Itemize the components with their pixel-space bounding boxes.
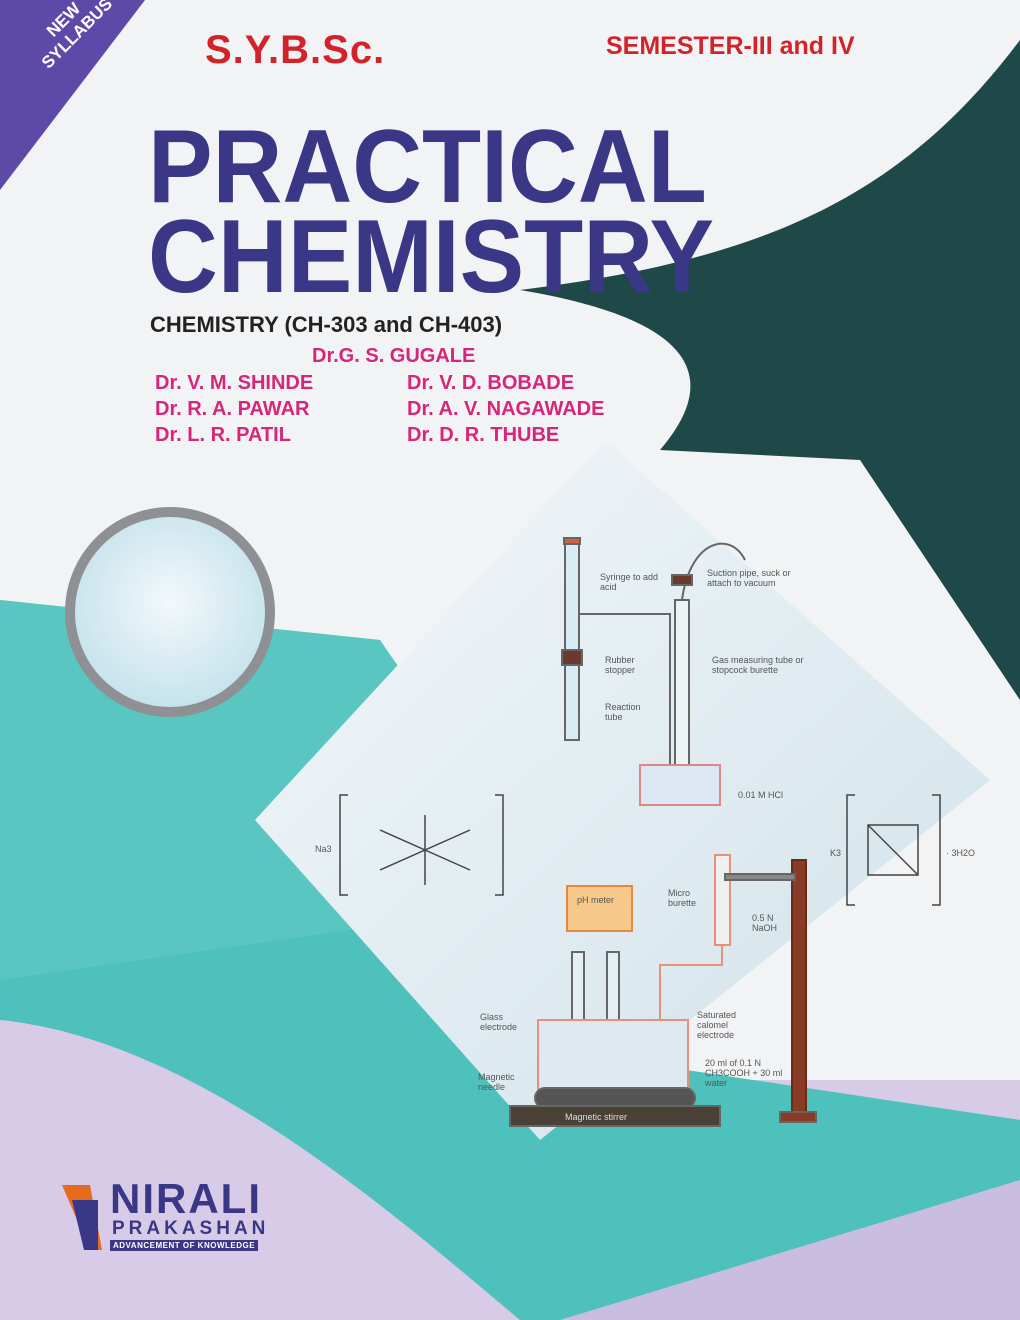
label-stopper: Rubber stopper [605, 655, 636, 675]
nirali-logo-mark [62, 1185, 102, 1250]
label-micro-burette: Micro burette [668, 888, 697, 908]
author: Dr. R. A. PAWAR [155, 398, 310, 420]
ph-titration-apparatus [509, 854, 817, 1127]
label-solution: 20 ml of 0.1 N CH3COOH + 30 ml water [705, 1058, 783, 1088]
author: Dr. D. R. THUBE [407, 424, 560, 446]
dark-teal-swoosh [520, 40, 1020, 700]
label-gas-tube: Gas measuring tube or stopcock burette [712, 655, 804, 675]
subtitle: CHEMISTRY (CH-303 and CH-403) [150, 312, 503, 337]
publisher-tagline: ADVANCEMENT OF KNOWLEDGE [110, 1240, 259, 1251]
complex-structure-2 [846, 794, 941, 906]
label-complex1: Na3 [315, 844, 332, 854]
label-calomel: Saturated calomel electrode [697, 1010, 737, 1040]
semester-label: SEMESTER-III and IV [606, 32, 855, 60]
author: Dr. A. V. NAGAWADE [407, 398, 605, 420]
label-needle: Magnetic needle [478, 1072, 515, 1092]
author: Dr. L. R. PATIL [155, 424, 291, 446]
label-syringe: Syringe to add acid [600, 572, 659, 592]
badge-triangle [0, 0, 145, 190]
label-ph-meter: pH meter [577, 895, 615, 905]
label-naoh: 0.5 N NaOH [752, 913, 778, 933]
label-suction: Suction pipe, suck or attach to vacuum [707, 568, 791, 588]
publisher-sub: PRAKASHAN [112, 1218, 270, 1239]
label-stirrer: Magnetic stirrer [565, 1112, 628, 1122]
label-glass-electrode: Glass electrode [480, 1012, 518, 1032]
title-line1: PRACTICAL [148, 109, 707, 225]
author-lead: Dr.G. S. GUGALE [312, 345, 476, 367]
publisher-name: NIRALI [110, 1175, 262, 1222]
label-hcl: 0.01 M HCl [738, 790, 784, 800]
label-complex2: K3 [830, 848, 842, 858]
decorative-circle [65, 507, 275, 717]
complex-structure-1 [339, 794, 504, 896]
diagram-diamond [255, 440, 990, 1140]
gas-evolution-apparatus [561, 537, 746, 806]
class-label: S.Y.B.Sc. [205, 28, 386, 72]
title-line2: CHEMISTRY [148, 199, 715, 315]
author: Dr. V. D. BOBADE [407, 372, 575, 394]
label-complex2-suffix: · 3H2O [946, 848, 976, 858]
author: Dr. V. M. SHINDE [155, 372, 314, 394]
label-reaction-tube: Reaction tube [605, 702, 641, 722]
